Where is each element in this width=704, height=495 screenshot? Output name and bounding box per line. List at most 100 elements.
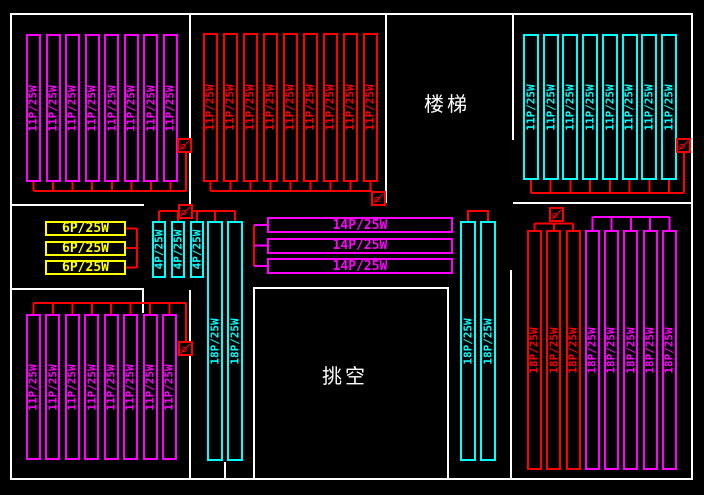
radiator-bar[interactable]: 18P/25W: [661, 230, 677, 470]
radiator-label: 14P/25W: [332, 238, 388, 253]
radiator-bar[interactable]: 18P/25W: [546, 230, 562, 470]
radiator-bar[interactable]: 11P/25W: [542, 34, 559, 180]
radiator-bar[interactable]: 11P/25W: [26, 34, 41, 182]
wall-segment: [512, 14, 514, 140]
radiator-label: 11P/25W: [563, 83, 577, 131]
radiator-bar[interactable]: 11P/25W: [123, 314, 139, 460]
radiator-label: 11P/25W: [583, 83, 597, 131]
radiator-label: 11P/25W: [284, 84, 298, 131]
radiator-bar[interactable]: 18P/25W: [584, 230, 600, 470]
radiator-bar[interactable]: 11P/25W: [323, 33, 338, 182]
radiator-bar[interactable]: 14P/25W: [267, 237, 453, 254]
radiator-label: 18P/25W: [208, 317, 222, 365]
radiator-bar[interactable]: 4P/25W: [190, 221, 204, 278]
radiator-bar[interactable]: 6P/25W: [45, 260, 126, 275]
radiator-bar[interactable]: 6P/25W: [45, 240, 126, 256]
radiator-bar[interactable]: 11P/25W: [283, 33, 298, 182]
radiator-bar[interactable]: 11P/25W: [223, 33, 238, 182]
radiator-bar[interactable]: 18P/25W: [604, 230, 620, 470]
radiator-bar[interactable]: 11P/25W: [161, 314, 177, 460]
radiator-label: 11P/25W: [105, 84, 119, 132]
radiator-label: 11P/25W: [163, 84, 177, 132]
radiator-bar[interactable]: 14P/25W: [267, 258, 453, 274]
radiator-label: 4P/25W: [152, 229, 166, 270]
radiator-label: 4P/25W: [190, 229, 204, 270]
radiator-bar[interactable]: 14P/25W: [267, 217, 453, 233]
valve-icon[interactable]: [549, 207, 564, 222]
radiator-bar[interactable]: 11P/25W: [523, 34, 539, 180]
radiator-label: 11P/25W: [224, 84, 238, 131]
radiator-bar[interactable]: 18P/25W: [207, 221, 223, 461]
radiator-bar[interactable]: 11P/25W: [162, 34, 178, 182]
radiator-bar[interactable]: 18P/25W: [623, 230, 639, 470]
radiator-group-4p: 4P/25W 4P/25W 4P/25W: [152, 221, 204, 278]
valve-icon[interactable]: [177, 138, 192, 153]
radiator-bar[interactable]: 11P/25W: [84, 314, 100, 460]
wall-segment: [513, 202, 693, 204]
radiator-group-18p-left: 18P/25W 18P/25W: [207, 221, 243, 461]
valve-icon[interactable]: [178, 204, 193, 219]
radiator-bar[interactable]: 11P/25W: [263, 33, 278, 182]
radiator-label: 18P/25W: [643, 326, 657, 374]
radiator-bar[interactable]: 11P/25W: [641, 34, 658, 180]
radiator-label: 11P/25W: [204, 84, 218, 131]
radiator-bar[interactable]: 11P/25W: [45, 34, 61, 182]
radiator-label: 18P/25W: [662, 326, 676, 374]
radiator-label: 11P/25W: [27, 84, 41, 132]
radiator-bar[interactable]: 11P/25W: [65, 34, 81, 182]
radiator-bar[interactable]: 11P/25W: [303, 33, 318, 182]
radiator-bar[interactable]: 11P/25W: [143, 34, 159, 182]
radiator-bar[interactable]: 11P/25W: [243, 33, 258, 182]
radiator-label: 18P/25W: [528, 326, 542, 374]
radiator-group-14p: 14P/25W 14P/25W 14P/25W: [267, 217, 453, 274]
radiator-bar[interactable]: 4P/25W: [152, 221, 166, 278]
radiator-bar[interactable]: 11P/25W: [343, 33, 358, 182]
room-label-void: 挑空: [322, 366, 368, 388]
radiator-bar[interactable]: 11P/25W: [203, 33, 218, 182]
radiator-label: 18P/25W: [228, 317, 242, 365]
wall-segment: [385, 14, 387, 203]
radiator-bar[interactable]: 11P/25W: [562, 34, 579, 180]
radiator-bar[interactable]: 11P/25W: [582, 34, 599, 180]
radiator-bar[interactable]: 18P/25W: [227, 221, 243, 461]
radiator-bar[interactable]: 18P/25W: [480, 221, 496, 461]
radiator-label: 11P/25W: [124, 84, 138, 132]
wall-segment: [142, 288, 144, 313]
radiator-bar[interactable]: 11P/25W: [45, 314, 61, 460]
valve-icon[interactable]: [676, 138, 691, 153]
radiator-bar[interactable]: 11P/25W: [104, 34, 120, 182]
radiator-bar[interactable]: 4P/25W: [171, 221, 185, 278]
radiator-bar[interactable]: 18P/25W: [527, 230, 542, 470]
wall-segment: [189, 290, 191, 480]
radiator-bar[interactable]: 11P/25W: [363, 33, 378, 182]
radiator-label: 18P/25W: [547, 326, 561, 374]
radiator-group-top-middle: 11P/25W 11P/25W 11P/25W 11P/25W 11P/25W 11P/2…: [203, 33, 378, 182]
radiator-bar[interactable]: 11P/25W: [621, 34, 638, 180]
radiator-bar[interactable]: 6P/25W: [45, 221, 126, 236]
valve-icon[interactable]: [371, 191, 386, 206]
radiator-bar[interactable]: 18P/25W: [642, 230, 658, 470]
radiator-label: 11P/25W: [124, 363, 138, 411]
radiator-bar[interactable]: 11P/25W: [103, 314, 119, 460]
room-label-stairs: 楼梯: [424, 94, 470, 116]
radiator-bar[interactable]: 11P/25W: [64, 314, 80, 460]
radiator-bar[interactable]: 11P/25W: [660, 34, 677, 180]
radiator-label: 6P/25W: [62, 260, 109, 275]
valve-icon[interactable]: [178, 341, 193, 356]
wall-segment: [189, 14, 191, 205]
radiator-label: 11P/25W: [85, 84, 99, 132]
radiator-label: 4P/25W: [171, 229, 185, 270]
radiator-bar[interactable]: 18P/25W: [460, 221, 476, 461]
radiator-bar[interactable]: 11P/25W: [26, 314, 41, 460]
radiator-label: 11P/25W: [544, 83, 558, 131]
radiator-bar[interactable]: 18P/25W: [565, 230, 581, 470]
radiator-bar[interactable]: 11P/25W: [142, 314, 158, 460]
radiator-bar[interactable]: 11P/25W: [123, 34, 139, 182]
radiator-label: 11P/25W: [85, 363, 99, 411]
radiator-label: 11P/25W: [623, 83, 637, 131]
radiator-bar[interactable]: 11P/25W: [601, 34, 618, 180]
radiator-label: 11P/25W: [603, 83, 617, 131]
radiator-bar[interactable]: 11P/25W: [84, 34, 100, 182]
